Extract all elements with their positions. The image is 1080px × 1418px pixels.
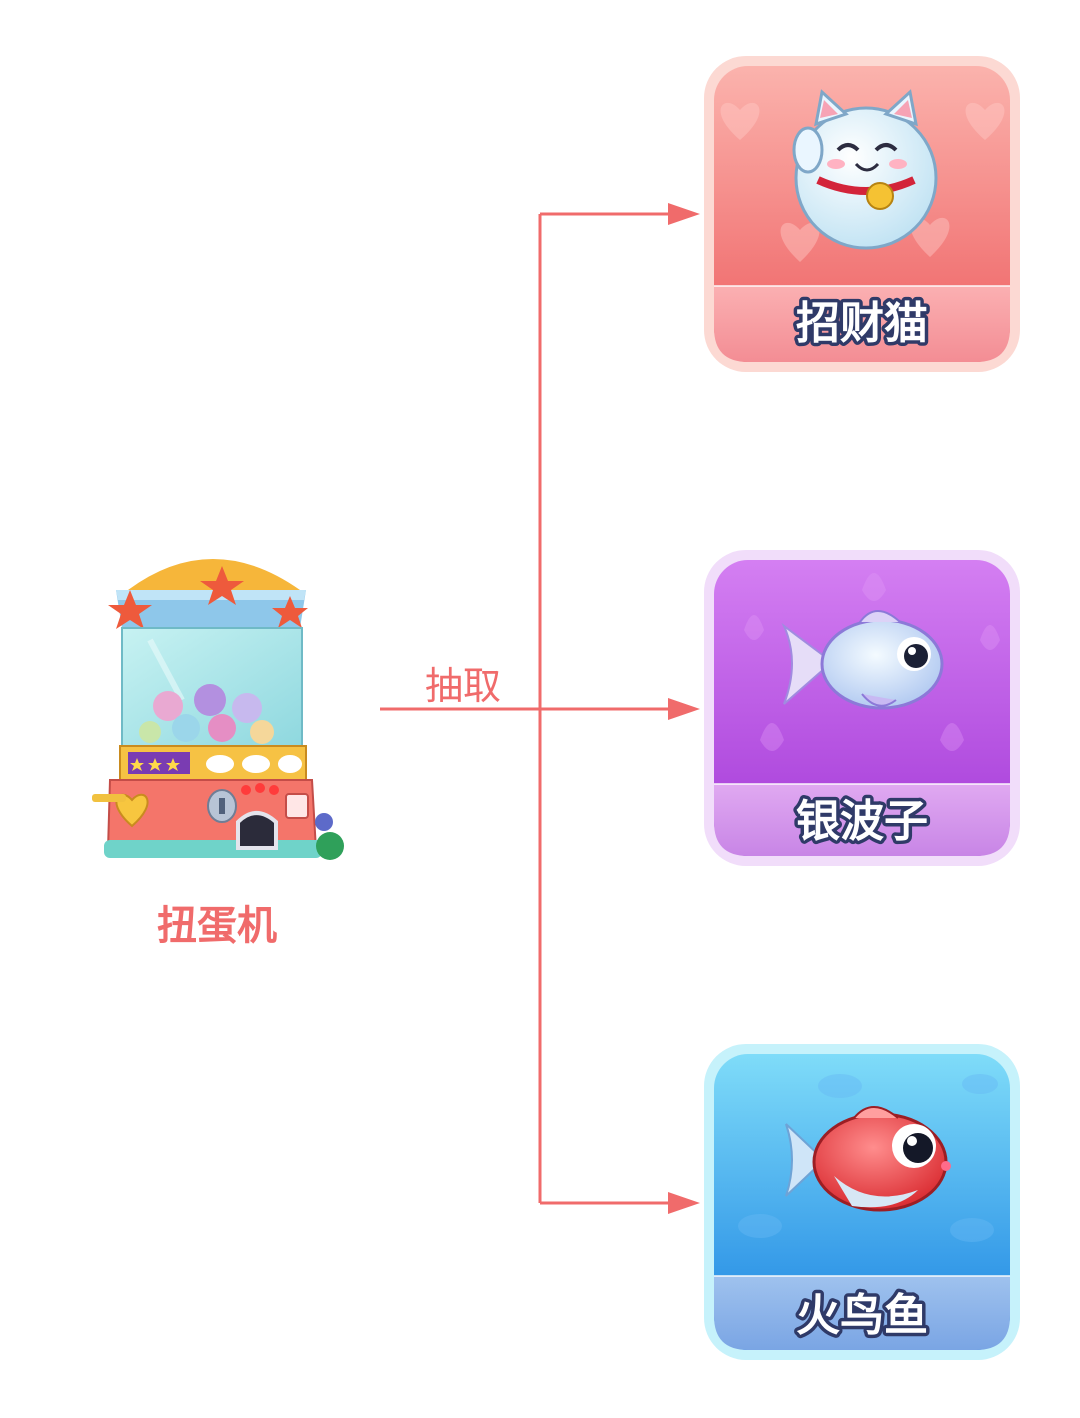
target-label-3: 火鸟鱼 bbox=[796, 1290, 928, 1341]
red-fish-icon bbox=[785, 1106, 951, 1212]
target-label-1: 招财猫 bbox=[796, 298, 928, 349]
source-label: 扭蛋机 bbox=[157, 903, 277, 949]
target-card-2[interactable]: 银波子 bbox=[704, 550, 1020, 866]
action-label: 抽取 bbox=[424, 664, 501, 708]
lucky-cat-icon bbox=[792, 89, 938, 250]
gashapon-machine-icon[interactable] bbox=[92, 559, 344, 860]
arrowhead-bottom bbox=[668, 1192, 700, 1214]
target-label-2: 银波子 bbox=[796, 796, 928, 847]
silver-fish-icon bbox=[781, 610, 944, 710]
arrowheads bbox=[668, 203, 700, 1214]
arrowhead-middle bbox=[668, 698, 700, 720]
connector-lines bbox=[380, 212, 672, 1205]
arrowhead-top bbox=[668, 203, 700, 225]
